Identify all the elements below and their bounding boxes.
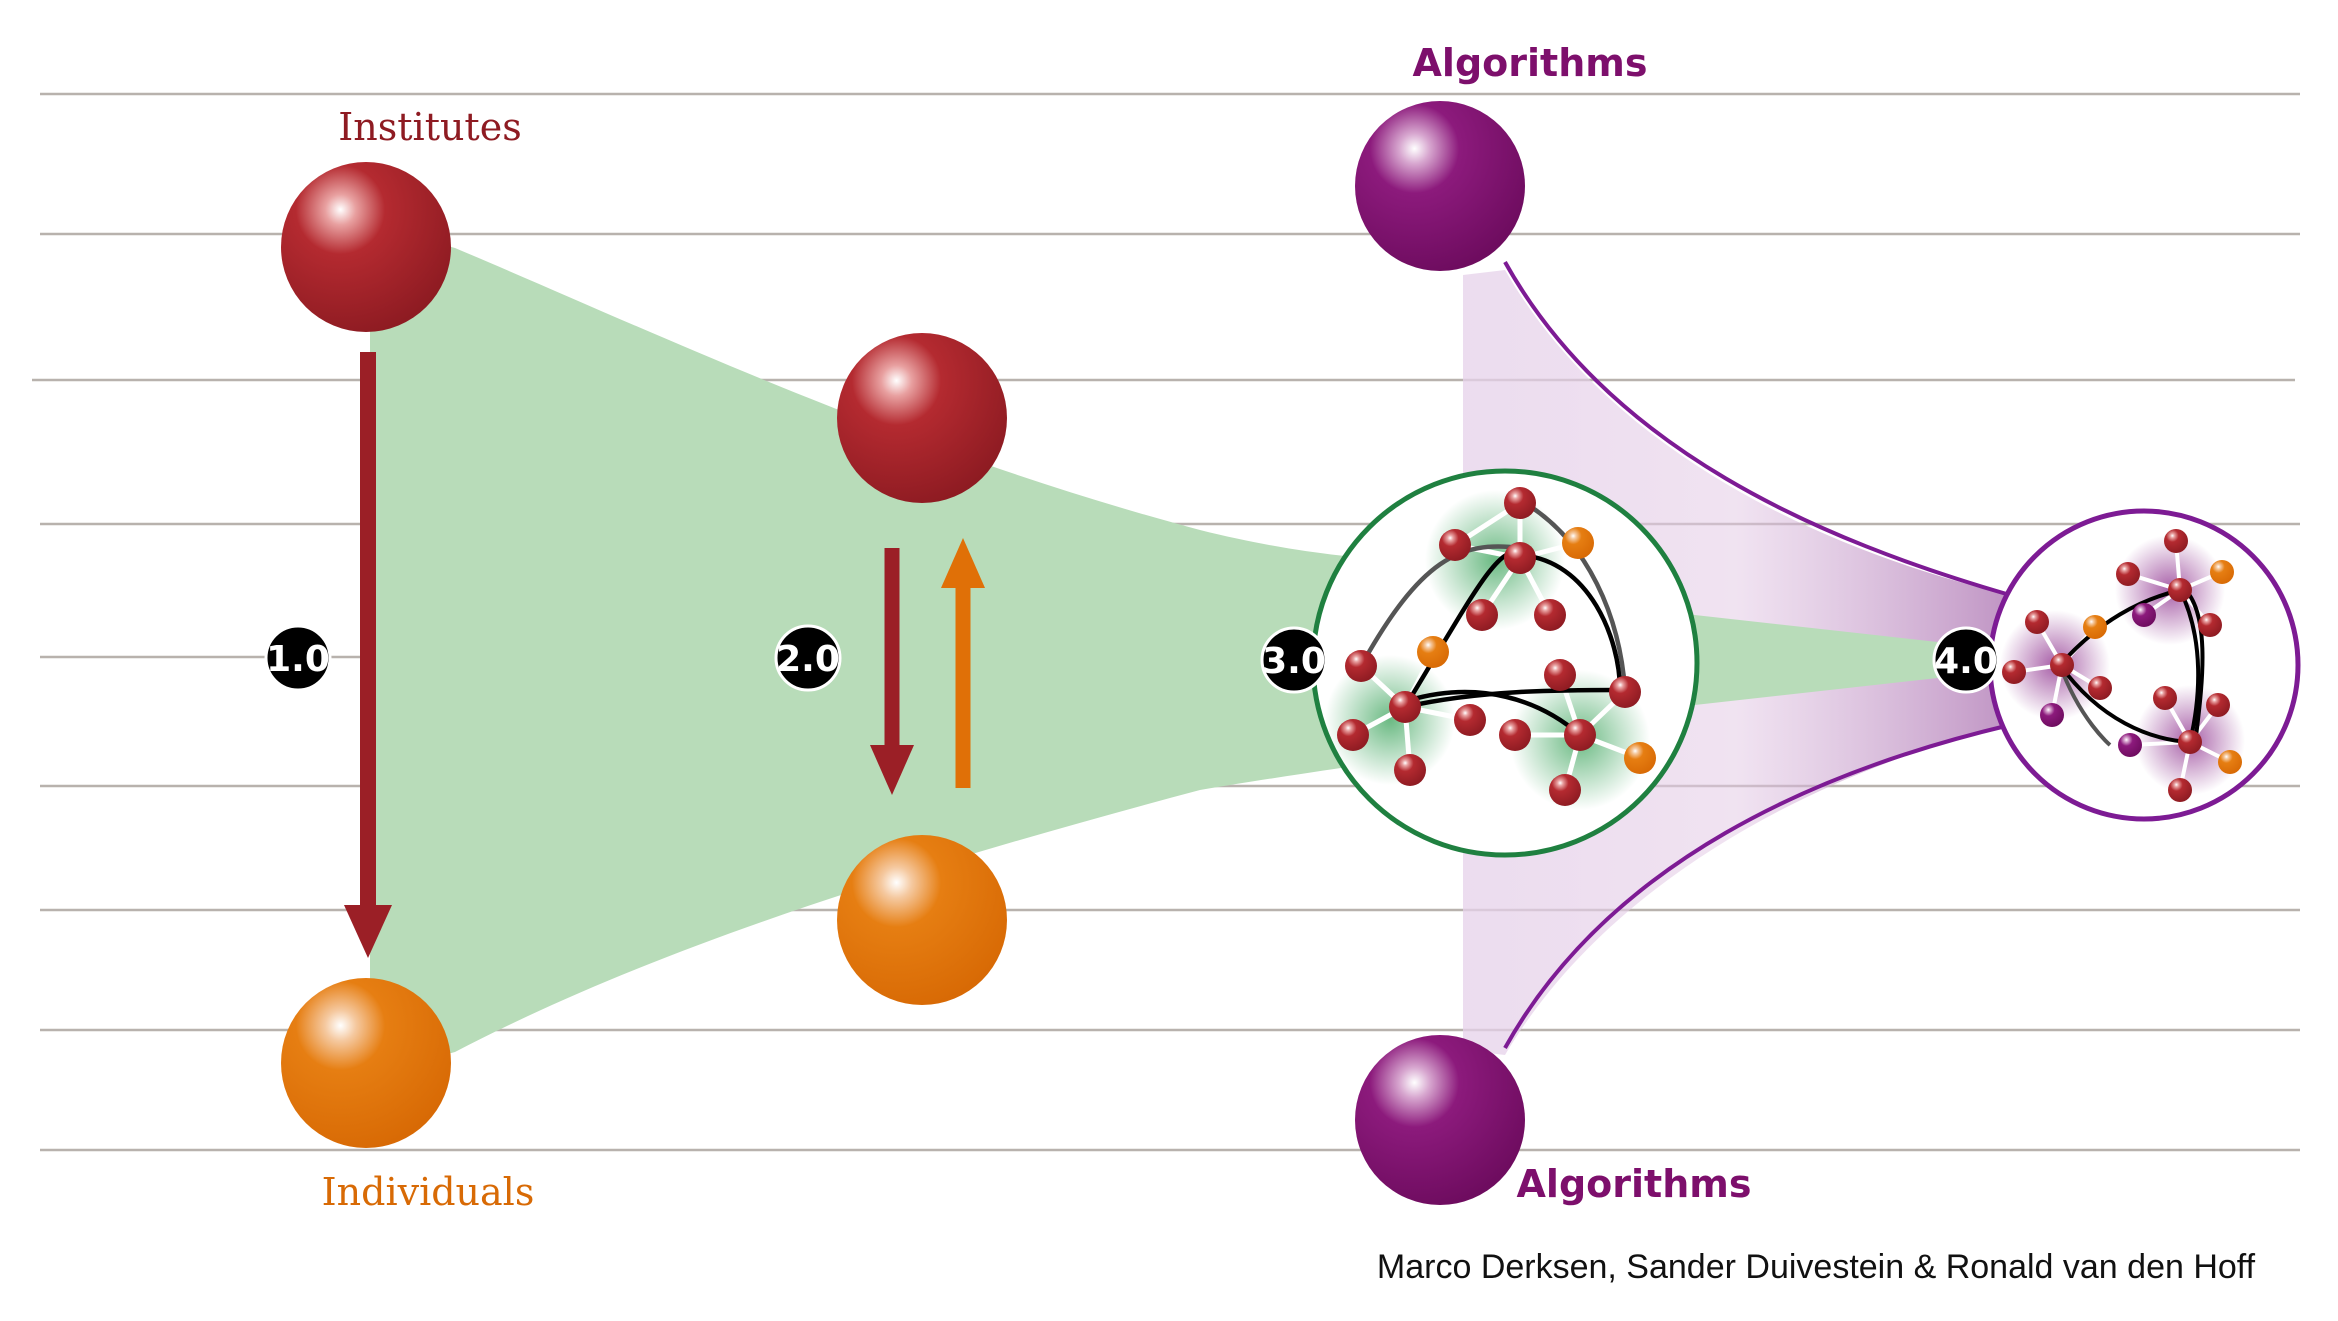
network-node	[2050, 653, 2074, 677]
stage-badge-2: 2.0	[774, 624, 842, 692]
network-4-nodes	[2002, 529, 2242, 802]
algorithms-sphere-top	[1355, 101, 1525, 271]
network-node	[2025, 610, 2049, 634]
network-node	[1337, 719, 1369, 751]
stage-badge-1: 1.0	[264, 624, 332, 692]
link-curve	[1519, 552, 1623, 691]
link-curve	[2058, 663, 2191, 744]
algorithms-sphere-bottom	[1355, 1035, 1525, 1205]
network-node	[2132, 603, 2156, 627]
institutes-label: Institutes	[338, 105, 521, 149]
stage-badge-4: 4.0	[1932, 626, 2000, 694]
up-arrow-2-head	[941, 538, 985, 588]
network-node	[1549, 774, 1581, 806]
network-node	[2040, 703, 2064, 727]
network-4-0	[1987, 508, 2301, 822]
network-node	[1544, 659, 1576, 691]
link-curve	[2178, 583, 2205, 746]
network-node	[1394, 754, 1426, 786]
network-node	[2218, 750, 2242, 774]
individuals-sphere	[281, 978, 451, 1148]
network-3-0	[1310, 468, 1700, 858]
link-curve	[1359, 544, 1521, 668]
network-node	[2088, 676, 2112, 700]
individuals-label: Individuals	[322, 1170, 535, 1214]
link-curve	[2058, 588, 2181, 667]
algorithms-label-top: Algorithms	[1413, 41, 1648, 85]
network-node	[2118, 733, 2142, 757]
algorithm-curve-top	[1503, 261, 2011, 597]
down-arrow-2-head	[870, 745, 914, 795]
link-curve	[2178, 589, 2201, 743]
stage-label-3: 3.0	[1262, 641, 1326, 682]
stage-label-4: 4.0	[1934, 641, 1998, 682]
network-3-nodes	[1337, 487, 1656, 806]
network-node	[2168, 778, 2192, 802]
network-node	[1439, 529, 1471, 561]
network-node	[2206, 693, 2230, 717]
network-node	[1345, 650, 1377, 682]
network-node	[1504, 487, 1536, 519]
network-node	[1389, 691, 1421, 723]
network-node	[1499, 719, 1531, 751]
network-node	[1564, 719, 1596, 751]
network-node	[2168, 578, 2192, 602]
network-node	[2164, 529, 2188, 553]
institutes-sphere	[281, 162, 451, 332]
network-node	[2210, 560, 2234, 584]
network-3-links	[1359, 498, 1628, 737]
link-curve	[2058, 664, 2112, 747]
link-curve	[1409, 689, 1582, 737]
stage-label-2: 2.0	[776, 639, 840, 680]
network-4-links	[2058, 583, 2205, 747]
stage-label-1: 1.0	[266, 639, 330, 680]
network-node	[2116, 562, 2140, 586]
algorithm-curve-bottom	[1503, 723, 2011, 1049]
link-curve	[1518, 498, 1628, 691]
network-node	[1504, 542, 1536, 574]
network-node	[2002, 660, 2026, 684]
network-node	[1609, 676, 1641, 708]
network-node	[1454, 704, 1486, 736]
node-glow	[1425, 490, 1565, 630]
network-node	[2198, 613, 2222, 637]
institutes-sphere-2	[837, 333, 1007, 503]
network-node	[2083, 615, 2107, 639]
network-node	[2178, 730, 2202, 754]
network-node	[1534, 599, 1566, 631]
network-node	[2153, 686, 2177, 710]
network-node	[1417, 636, 1449, 668]
link-curve	[1404, 687, 1621, 710]
network-node	[1562, 527, 1594, 559]
node-glow	[1325, 655, 1455, 785]
algorithms-label-bottom: Algorithms	[1517, 1162, 1752, 1206]
credit-line: Marco Derksen, Sander Duivestein & Ronal…	[1377, 1248, 2256, 1286]
individuals-sphere-2	[837, 835, 1007, 1005]
stage-badge-3: 3.0	[1260, 626, 1328, 694]
network-evolution-fan	[370, 225, 2010, 1075]
top-down-arrow-head	[344, 905, 392, 958]
network-node	[1624, 742, 1656, 774]
network-node	[1466, 599, 1498, 631]
